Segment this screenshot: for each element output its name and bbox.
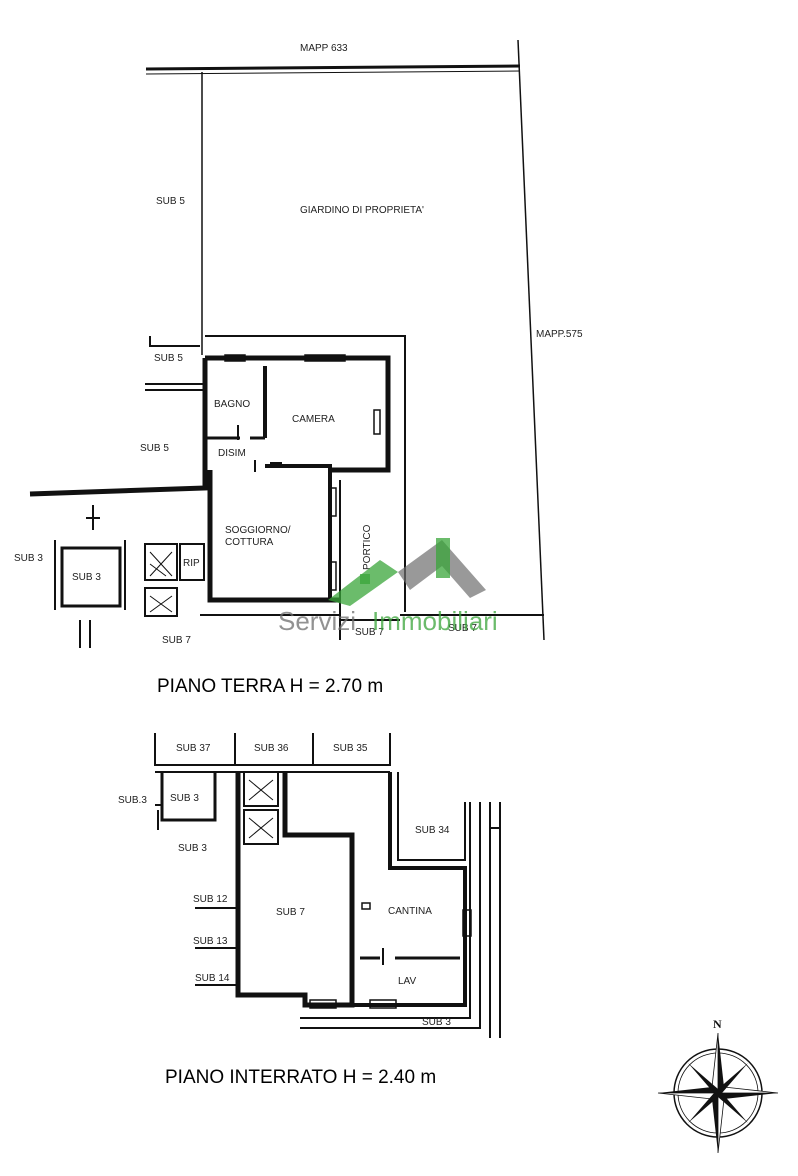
label-sub5-top: SUB 5 [156, 196, 185, 207]
watermark-chimney [436, 538, 450, 578]
label-sub3-box-basement: SUB 3 [170, 793, 199, 804]
side-sub-separators [195, 907, 238, 986]
wall-sub5 [145, 383, 205, 391]
wall-living [207, 470, 340, 603]
basement-stair-lower [243, 809, 279, 845]
compass-point-s-light [717, 1092, 725, 1154]
label-garden: GIARDINO DI PROPRIETA' [300, 205, 424, 216]
wall-cantina [352, 772, 467, 1007]
label-bagno: BAGNO [214, 399, 250, 410]
compass-point-s [712, 1093, 718, 1153]
basement-title: PIANO INTERRATO H = 2.40 m [165, 1067, 436, 1088]
window [462, 909, 472, 937]
compass-point-w-light [657, 1092, 719, 1100]
label-mapp-575: MAPP.575 [536, 329, 583, 340]
small-opening [361, 902, 371, 910]
basement-stair-upper [243, 771, 279, 807]
wall-sub3-bottom [300, 802, 481, 1029]
label-sub3-outer: SUB 3 [14, 553, 43, 564]
label-sub12: SUB 12 [193, 894, 228, 905]
label-cottura: COTTURA [225, 537, 274, 548]
label-sub7-mid: SUB 7 [355, 627, 384, 638]
door-marks-basement [382, 827, 499, 965]
sub3-edge [155, 804, 162, 830]
label-sub7-basement: SUB 7 [276, 907, 305, 918]
label-sub5-mid: SUB 5 [154, 353, 183, 364]
wall-camera [263, 366, 332, 600]
window [309, 999, 337, 1009]
wall-sub7 [235, 772, 355, 1008]
ground-floor-plan: MAPP 633 MAPP.575 GIARDINO DI PROPRIETA'… [14, 39, 583, 697]
wall-sub3 [54, 540, 126, 648]
compass-point-n [718, 1033, 724, 1093]
compass-point-w [658, 1087, 718, 1093]
label-sub37: SUB 37 [176, 743, 211, 754]
watermark-logo: Servizi Immobiliari [278, 538, 498, 636]
wall-right-ext [489, 802, 501, 1038]
window [329, 487, 337, 517]
window [329, 561, 337, 591]
compass-point-se [718, 1093, 748, 1123]
basement-plan: SUB 37 SUB 36 SUB 35 SUB.3 SUB 3 SUB 3 S… [118, 733, 501, 1088]
compass-point-sw [688, 1093, 718, 1123]
label-camera: CAMERA [292, 414, 335, 425]
label-sub3-outer-basement: SUB.3 [118, 795, 147, 806]
wall-stair-side [282, 772, 355, 870]
stair-treads [149, 551, 173, 613]
window [304, 354, 346, 362]
compass-point-e-light [717, 1086, 779, 1094]
label-sub3-bottom: SUB 3 [422, 1017, 451, 1028]
top-subs-walls [154, 733, 391, 766]
compass-point-e [718, 1093, 778, 1099]
wall-north [205, 355, 391, 473]
stair-lower [144, 587, 178, 617]
compass-point-n-light [711, 1032, 719, 1094]
label-sub36: SUB 36 [254, 743, 289, 754]
sub3-box [60, 546, 122, 608]
label-sub13: SUB 13 [193, 936, 228, 947]
window [373, 409, 381, 435]
compass-point-nw [688, 1063, 718, 1093]
wall-south [200, 614, 544, 640]
label-sub5-low: SUB 5 [140, 443, 169, 454]
label-sub35: SUB 35 [333, 743, 368, 754]
wall-sub34 [397, 772, 466, 861]
watermark-roof-grey [398, 540, 486, 598]
sub3-box-basement [160, 772, 217, 822]
wall-west [29, 358, 208, 497]
boundary-right [517, 39, 545, 641]
wall-outline [149, 335, 406, 612]
label-sub14: SUB 14 [195, 973, 230, 984]
label-sub3-below: SUB 3 [178, 843, 207, 854]
basement-stair-treads [248, 779, 274, 839]
label-disim: DISIM [218, 448, 246, 459]
ground-floor-title: PIANO TERRA H = 2.70 m [157, 676, 383, 697]
window [224, 354, 246, 362]
watermark-window [360, 574, 370, 584]
door-marks [86, 425, 282, 530]
label-sub7-left: SUB 7 [162, 635, 191, 646]
boundary-top-inner [145, 70, 521, 75]
label-sub3-inner: SUB 3 [72, 572, 101, 583]
compass-rose: N [657, 1017, 779, 1154]
rip-box [179, 543, 205, 581]
watermark-text-immobiliari: Immobiliari [372, 606, 498, 636]
watermark-text-servizi: Servizi [278, 606, 356, 636]
label-portico: PORTICO [362, 524, 373, 570]
compass-point-ne [718, 1063, 748, 1093]
label-rip: RIP [183, 558, 200, 569]
label-soggiorno: SOGGIORNO/ [225, 525, 291, 536]
stair-upper [144, 543, 178, 581]
label-lav: LAV [398, 976, 416, 987]
label-mapp-633: MAPP 633 [300, 43, 348, 54]
compass-north-label: N [713, 1017, 722, 1031]
label-cantina: CANTINA [388, 906, 432, 917]
window [369, 999, 397, 1009]
label-sub34: SUB 34 [415, 825, 450, 836]
label-sub7-right: SUB 7 [448, 623, 477, 634]
boundary-top [145, 64, 521, 71]
